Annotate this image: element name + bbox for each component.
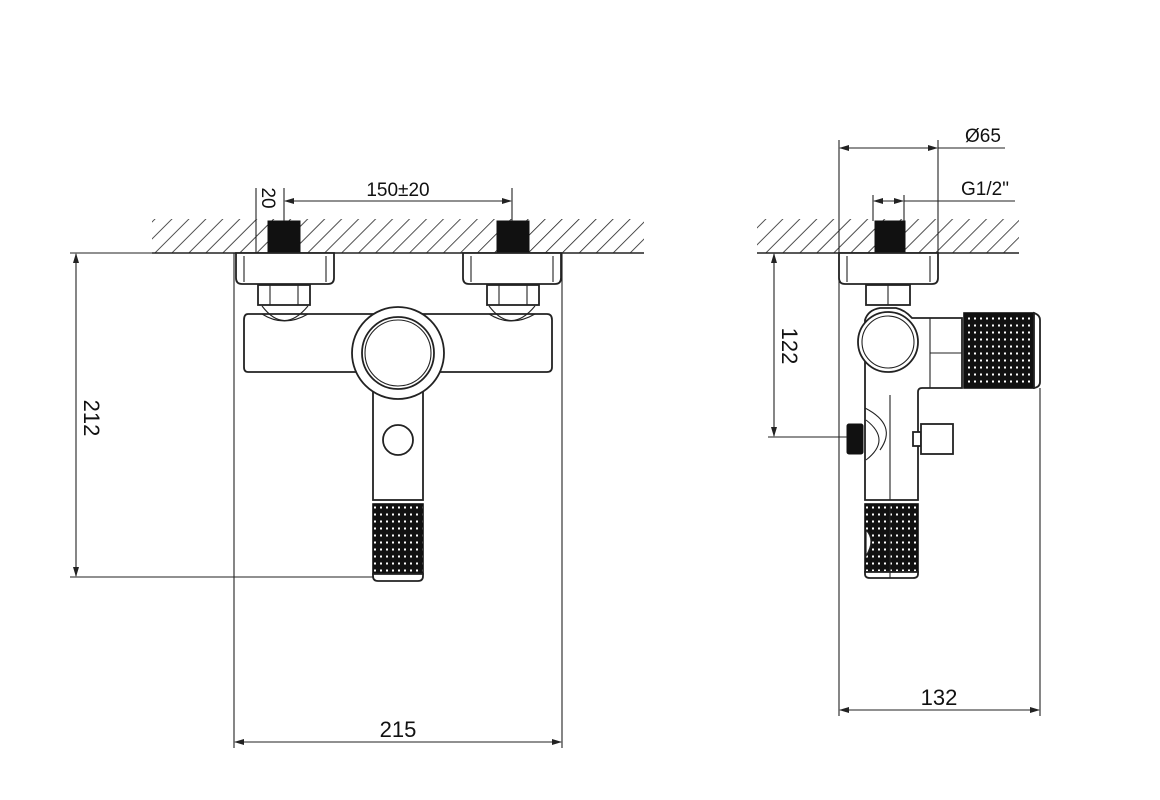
dimension-thread: G1/2" xyxy=(872,179,1015,221)
dimension-outlet-height: 122 xyxy=(768,252,847,438)
dimension-height: 212 xyxy=(70,252,373,578)
diverter-knob xyxy=(846,423,864,455)
flange-left xyxy=(235,252,335,285)
svg-text:150±20: 150±20 xyxy=(366,180,429,201)
dimension-inlet-spacing: 150±20 xyxy=(283,180,513,221)
nut-right xyxy=(486,284,540,306)
knurled-handle-front xyxy=(372,503,424,582)
flange-side xyxy=(838,252,939,285)
central-boss xyxy=(351,306,445,400)
side-boss xyxy=(857,311,919,373)
outlet-connector xyxy=(912,423,954,455)
svg-text:122: 122 xyxy=(777,328,802,365)
inlet-thread-left xyxy=(267,220,301,254)
nut-side xyxy=(865,284,911,306)
flange-right xyxy=(462,252,562,285)
dimension-inlet-depth: 20 xyxy=(255,187,278,253)
knurled-lever-side xyxy=(963,311,1041,390)
dimension-width: 215 xyxy=(234,717,562,745)
svg-text:215: 215 xyxy=(380,717,417,742)
nut-left xyxy=(257,284,311,306)
front-view: 150±20 20 212 215 xyxy=(70,180,644,748)
outlet-hole xyxy=(382,424,414,456)
knurled-handle-side xyxy=(864,503,919,579)
inlet-thread-side xyxy=(874,220,906,254)
dimension-depth: 132 xyxy=(839,685,1040,713)
wall-hatch-front xyxy=(152,219,644,254)
dimension-flange-diameter: Ø65 xyxy=(839,126,1005,253)
svg-text:20: 20 xyxy=(257,187,278,208)
inlet-thread-right xyxy=(496,220,530,254)
svg-text:Ø65: Ø65 xyxy=(965,126,1001,147)
svg-text:212: 212 xyxy=(79,400,104,437)
svg-text:132: 132 xyxy=(921,685,958,710)
svg-text:G1/2": G1/2" xyxy=(961,179,1009,200)
side-view: Ø65 G1/2" 122 132 xyxy=(757,126,1041,716)
